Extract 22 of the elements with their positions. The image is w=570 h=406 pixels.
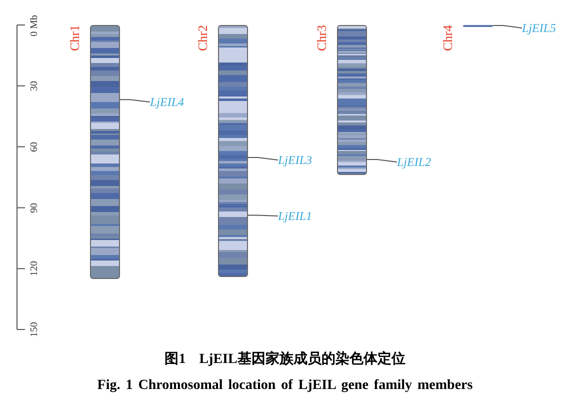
figure-caption: 图1 LjEIL基因家族成员的染色体定位 — [164, 350, 406, 368]
leader-line — [492, 25, 522, 28]
leader-line — [248, 214, 278, 216]
gene-label: LjEIL4 — [150, 96, 184, 108]
tick-label: 120 — [30, 261, 40, 276]
leader-line — [120, 99, 150, 102]
leader-line — [248, 156, 278, 160]
leader-line — [366, 158, 398, 162]
tick-label: 0 Mb — [30, 14, 40, 36]
gene-label: LjEIL5 — [522, 22, 556, 34]
tick-label: 90 — [30, 202, 40, 213]
tick-label: 150 — [30, 322, 40, 337]
gene-label: LjEIL1 — [278, 210, 312, 222]
chromosome-label: Chr2 — [196, 25, 209, 51]
gene-label: LjEIL3 — [278, 154, 312, 166]
chromosome-label: Chr4 — [441, 25, 454, 51]
chromosome-label: Chr3 — [315, 25, 328, 51]
chromosome-label: Chr1 — [68, 25, 81, 51]
tick-label: 30 — [30, 80, 40, 91]
figure-caption: Fig. 1 Chromosomal location of LjEIL gene family members — [96, 378, 474, 394]
tick-label: 60 — [30, 142, 40, 152]
gene-label: LjEIL2 — [397, 156, 432, 168]
